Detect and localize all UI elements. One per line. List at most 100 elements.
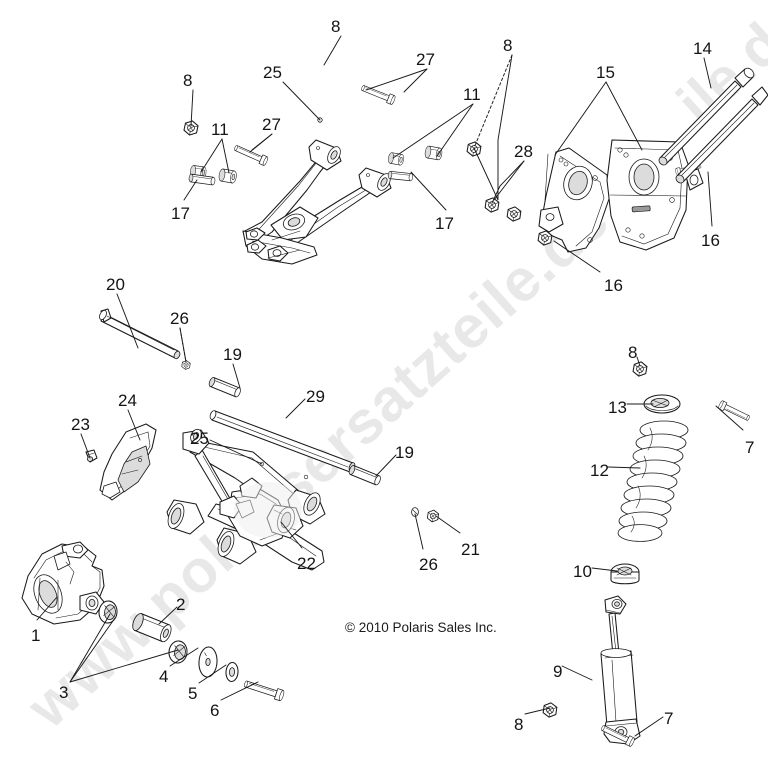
callout-number-20: 20 — [106, 275, 125, 294]
callout-number-26: 26 — [170, 309, 189, 328]
leader-line-10 — [591, 567, 618, 572]
leader-branch-3 — [365, 68, 428, 91]
callout-number-12: 12 — [590, 461, 609, 480]
callout-number-29: 29 — [306, 387, 325, 406]
part-18-upper-control-arm — [242, 139, 392, 265]
copyright-notice: © 2010 Polaris Sales Inc. — [345, 620, 497, 635]
leader-line-23 — [80, 433, 91, 459]
callout-number-1: 1 — [31, 626, 41, 645]
callout-number-26: 26 — [419, 555, 438, 574]
leader-line-5 — [198, 664, 227, 684]
callout-number-11: 11 — [211, 120, 229, 139]
part-10-spring-retainer — [610, 563, 640, 585]
callout-number-28: 28 — [514, 142, 533, 161]
leader-line-8 — [190, 89, 194, 127]
hardware-26-21 — [411, 507, 440, 524]
callout-number-16: 16 — [604, 276, 623, 295]
part-12-coil-spring — [617, 420, 689, 542]
part-25-lower-control-arm — [166, 428, 326, 571]
callout-number-7: 7 — [745, 438, 755, 457]
leader-line-25 — [209, 439, 263, 465]
part-20-long-through-bolt — [99, 308, 191, 371]
callout-number-15: 15 — [596, 63, 615, 82]
callout-number-11: 11 — [463, 85, 481, 104]
callout-number-17: 17 — [435, 214, 454, 233]
leader-line-19 — [232, 363, 241, 389]
callout-number-22: 22 — [297, 554, 316, 573]
part-24-arm-guard — [99, 423, 157, 501]
callout-number-8: 8 — [628, 343, 638, 362]
callout-number-27: 27 — [262, 115, 281, 134]
callout-leader-lines — [36, 35, 744, 737]
parts-2-to-6-hardware — [98, 600, 286, 702]
leader-line-20 — [116, 293, 139, 349]
leader-line-8 — [636, 356, 641, 367]
leader-poly-0 — [473, 54, 513, 201]
callout-number-21: 21 — [461, 540, 480, 559]
part-1-rear-knuckle — [21, 541, 105, 625]
callout-number-2: 2 — [176, 595, 186, 614]
part-23-screw — [85, 449, 98, 463]
callout-number-14: 14 — [693, 39, 712, 58]
leader-line-11 — [221, 138, 230, 174]
leader-branch-7 — [179, 327, 187, 363]
leader-line-6 — [220, 681, 259, 701]
callout-number-19: 19 — [395, 443, 414, 462]
leader-line-7 — [634, 716, 664, 737]
leader-branch-2 — [251, 133, 273, 151]
leader-branch-4 — [69, 613, 111, 683]
callout-number-16: 16 — [701, 231, 720, 250]
part-14-long-bolts — [658, 67, 768, 184]
callout-number-7: 7 — [664, 709, 674, 728]
leader-line-14 — [703, 57, 712, 89]
leader-line-19 — [375, 454, 397, 477]
callout-number-24: 24 — [118, 391, 137, 410]
callout-number-8: 8 — [503, 36, 513, 55]
leader-line-22 — [280, 521, 303, 549]
hardware-cluster-top-mid — [359, 82, 522, 223]
leader-line-1 — [36, 596, 58, 621]
leader-line-16 — [553, 240, 601, 273]
callout-number-27: 27 — [416, 50, 435, 69]
leader-line-16 — [707, 171, 713, 227]
part-15-bearing-carrier-brackets — [536, 139, 704, 253]
leader-line-15 — [554, 81, 607, 156]
leader-branch-6 — [605, 81, 643, 151]
leader-line-2 — [158, 606, 178, 625]
hardware-cluster-top-left — [182, 117, 323, 186]
leader-line-3 — [69, 617, 116, 683]
callout-number-6: 6 — [210, 701, 220, 720]
leader-line-7 — [715, 405, 744, 431]
callout-number-3: 3 — [59, 683, 69, 702]
leader-poly-1 — [491, 160, 525, 204]
leader-line-9 — [561, 665, 593, 681]
leader-line-21 — [435, 515, 461, 534]
callout-number-8: 8 — [331, 17, 341, 36]
leader-line-24 — [127, 409, 141, 441]
callout-number-19: 19 — [223, 345, 242, 364]
callout-number-4: 4 — [159, 667, 169, 686]
leader-line-17 — [183, 179, 198, 201]
callout-number-25: 25 — [263, 63, 282, 82]
callout-number-13: 13 — [608, 398, 627, 417]
leader-line-8 — [323, 35, 342, 66]
leader-branch-5 — [69, 649, 179, 683]
leader-branch-1 — [392, 103, 474, 159]
leader-line-25 — [282, 81, 321, 121]
leader-line-11 — [436, 103, 474, 157]
leader-line-26 — [414, 513, 424, 550]
callout-number-9: 9 — [553, 662, 563, 681]
callout-number-17: 17 — [171, 204, 190, 223]
hardware-7-8-shock — [542, 360, 752, 748]
part-9-shock-absorber — [600, 595, 641, 745]
callout-number-25: 25 — [190, 429, 209, 448]
callout-number-10: 10 — [573, 562, 592, 581]
callout-number-23: 23 — [71, 415, 90, 434]
callout-number-8: 8 — [514, 715, 524, 734]
leader-line-8 — [473, 54, 513, 149]
leader-branch-0 — [200, 138, 223, 173]
leader-line-4 — [169, 647, 199, 667]
leader-line-17 — [410, 171, 447, 211]
